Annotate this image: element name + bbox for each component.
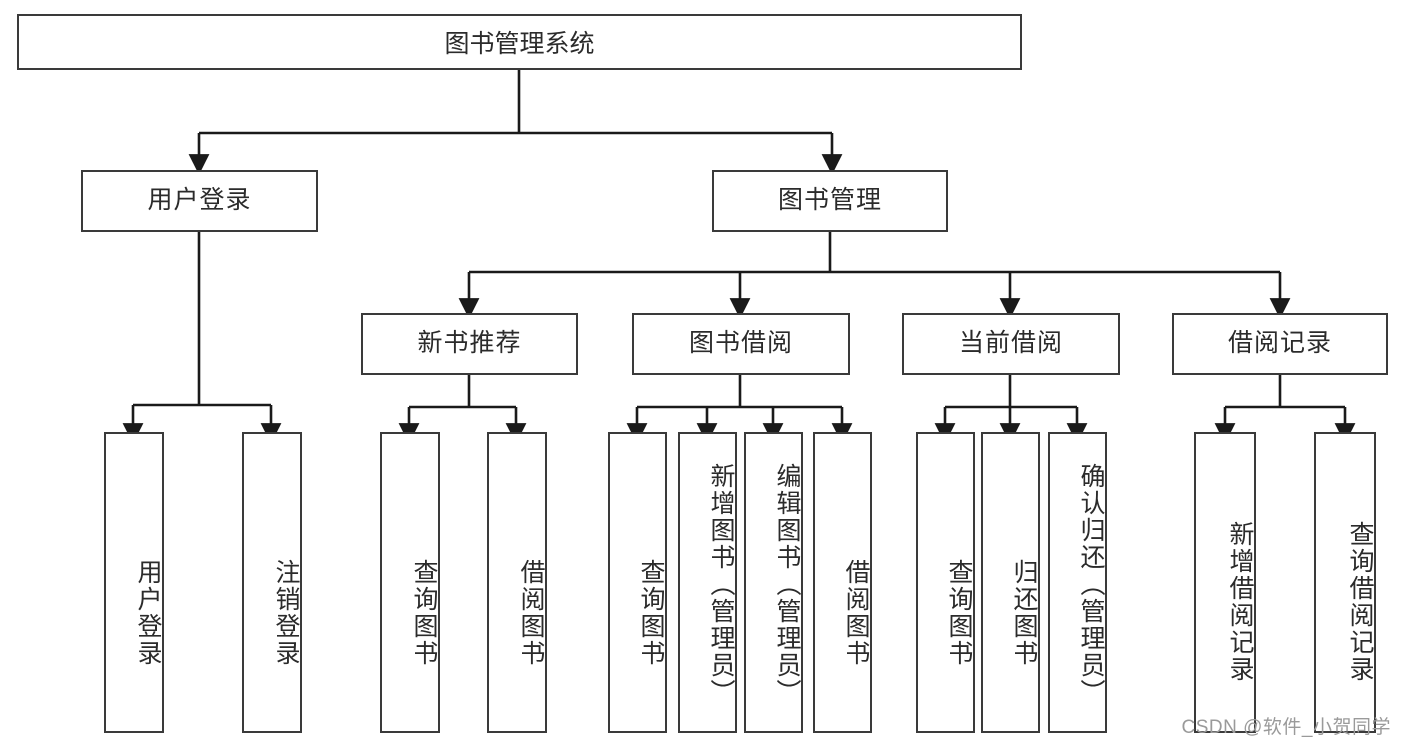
node-current-borrow[interactable]: 当前借阅 bbox=[902, 313, 1120, 375]
node-new-book-recommend[interactable]: 新书推荐 bbox=[361, 313, 578, 375]
node-label: 借阅图书 bbox=[842, 558, 870, 667]
node-book-management[interactable]: 图书管理 bbox=[712, 170, 948, 232]
node-label: 注销登录 bbox=[272, 558, 300, 667]
leaf-book-borrow-edit-book-admin[interactable]: 编辑图书（管理员） bbox=[744, 432, 803, 733]
node-label: 图书管理系统 bbox=[444, 30, 595, 58]
node-label: 查询借阅记录 bbox=[1346, 520, 1374, 683]
node-label: 查询图书 bbox=[410, 558, 438, 667]
node-label: 当前借阅 bbox=[958, 329, 1063, 358]
leaf-new-book-query-book[interactable]: 查询图书 bbox=[380, 432, 440, 733]
node-label: 新增图书（管理员） bbox=[707, 463, 735, 706]
leaf-borrow-record-query-record[interactable]: 查询借阅记录 bbox=[1314, 432, 1376, 733]
node-label: 编辑图书（管理员） bbox=[773, 463, 801, 706]
node-user-login[interactable]: 用户登录 bbox=[81, 170, 318, 232]
leaf-user-login-login[interactable]: 用户登录 bbox=[104, 432, 164, 733]
node-label: 借阅图书 bbox=[517, 558, 545, 667]
leaf-current-borrow-confirm-return-admin[interactable]: 确认归还（管理员） bbox=[1048, 432, 1107, 733]
node-root-book-management-system[interactable]: 图书管理系统 bbox=[17, 14, 1022, 70]
leaf-new-book-borrow-book[interactable]: 借阅图书 bbox=[487, 432, 547, 733]
leaf-current-borrow-query-book[interactable]: 查询图书 bbox=[916, 432, 975, 733]
leaf-current-borrow-return-book[interactable]: 归还图书 bbox=[981, 432, 1040, 733]
node-label: 新书推荐 bbox=[417, 329, 522, 358]
node-label: 新增借阅记录 bbox=[1226, 520, 1254, 683]
node-label: 图书借阅 bbox=[688, 329, 793, 358]
leaf-book-borrow-add-book-admin[interactable]: 新增图书（管理员） bbox=[678, 432, 737, 733]
node-label: 借阅记录 bbox=[1227, 329, 1332, 358]
node-book-borrow[interactable]: 图书借阅 bbox=[632, 313, 850, 375]
node-label: 图书管理 bbox=[777, 186, 882, 215]
leaf-borrow-record-add-record[interactable]: 新增借阅记录 bbox=[1194, 432, 1256, 733]
node-label: 归还图书 bbox=[1010, 558, 1038, 667]
node-label: 查询图书 bbox=[945, 558, 973, 667]
node-label: 用户登录 bbox=[134, 558, 162, 667]
node-borrow-record[interactable]: 借阅记录 bbox=[1172, 313, 1388, 375]
node-label: 查询图书 bbox=[637, 558, 665, 667]
leaf-book-borrow-borrow-book[interactable]: 借阅图书 bbox=[813, 432, 872, 733]
node-label: 用户登录 bbox=[147, 186, 252, 215]
watermark: CSDN @软件_小贺同学 bbox=[1181, 717, 1391, 738]
leaf-user-login-logout[interactable]: 注销登录 bbox=[242, 432, 302, 733]
node-label: 确认归还（管理员） bbox=[1077, 463, 1105, 706]
leaf-book-borrow-query-book[interactable]: 查询图书 bbox=[608, 432, 667, 733]
